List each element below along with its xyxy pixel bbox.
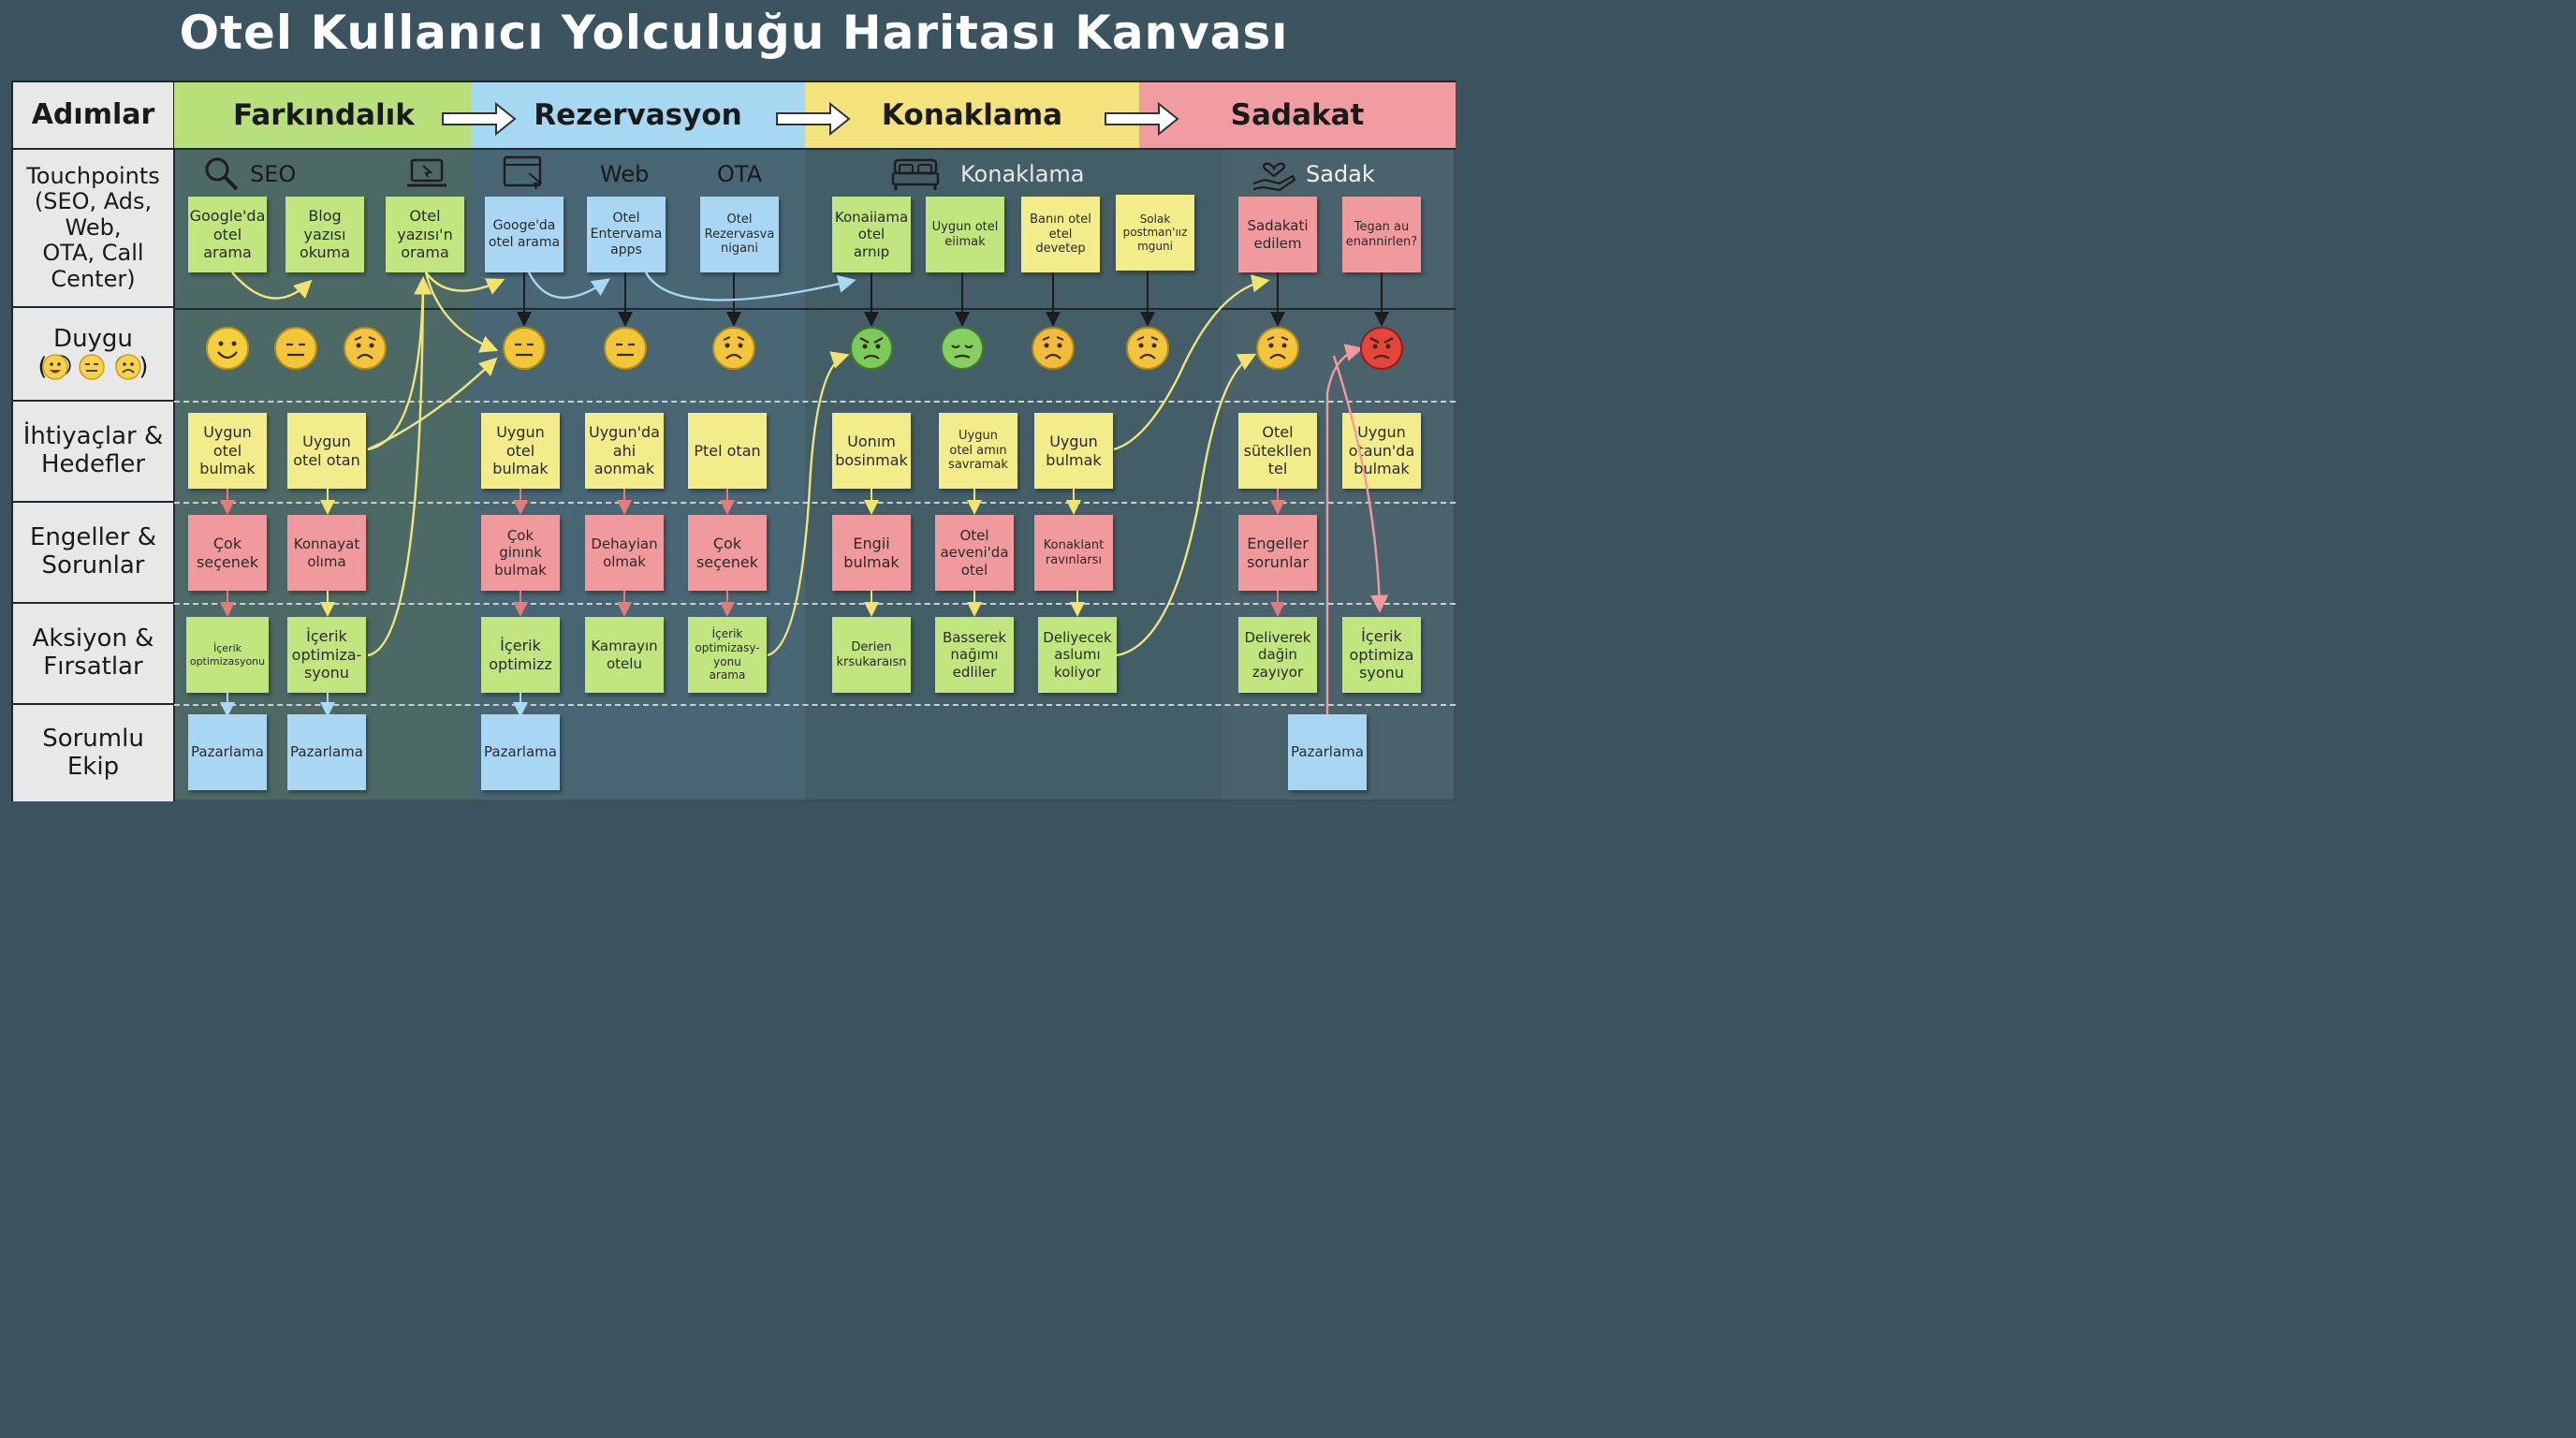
heart-hand-icon xyxy=(1252,162,1296,192)
stage-loyalty: Sadakat xyxy=(1139,82,1456,150)
obstacle-note: Dehayian olmak xyxy=(585,515,664,591)
obstacle-note: Engeller sorunlar xyxy=(1238,515,1317,591)
separator-needs-obstacles xyxy=(174,502,1456,504)
obstacle-note: Engii bulmak xyxy=(832,515,911,591)
touchpoint-note: Otel Rezervasva nigani xyxy=(700,197,779,272)
need-note: Uygun otel amın savramak xyxy=(939,413,1017,489)
row-header-actions: Aksiyon & Fırsatlar xyxy=(13,604,175,705)
channel-seo-label: SEO xyxy=(250,161,297,187)
team-note: Pazarlama xyxy=(481,714,560,790)
obstacle-note: Çok seçenek xyxy=(688,515,767,591)
channel-loyalty-label: Sadak xyxy=(1306,161,1375,187)
need-note: Uygun otaun'da bulmak xyxy=(1342,413,1421,489)
touchpoint-note: Sadakati edilem xyxy=(1238,197,1317,272)
obstacle-note: Otel aeveni'da otel xyxy=(935,515,1014,591)
touchpoint-note: Blog yazısı okuma xyxy=(285,197,364,272)
action-note: Deliyecek aslumı koliyor xyxy=(1038,617,1117,693)
row-header-needs: İhtiyaçlar & Hedefler xyxy=(13,402,175,503)
bed-icon xyxy=(891,158,940,190)
need-note: Uygun'da ahi aonmak xyxy=(585,413,664,489)
stage-stay: Konaklama xyxy=(805,82,1139,150)
team-note: Pazarlama xyxy=(1288,714,1367,790)
action-note: İçerik optimiza- syonu xyxy=(287,617,366,693)
touchpoint-note: Uygun otel eiimak xyxy=(926,197,1004,272)
separator-actions-team xyxy=(174,704,1456,706)
action-note: İçerik optimiza syonu xyxy=(1342,617,1421,693)
team-note: Pazarlama xyxy=(287,714,366,790)
need-note: Uygun otel bulmak xyxy=(188,413,267,489)
need-note: Uygun bulmak xyxy=(1034,413,1113,489)
team-note: Pazarlama xyxy=(188,714,267,790)
channel-stay-label: Konaklama xyxy=(960,161,1085,187)
action-note: Kamrayın otelu xyxy=(585,617,664,693)
action-note: Deliverek dağin zayıyor xyxy=(1238,617,1317,693)
touchpoints-label: Touchpoints (SEO, Ads, Web, OTA, Call Ce… xyxy=(26,162,160,292)
row-header-touchpoints: Touchpoints (SEO, Ads, Web, OTA, Call Ce… xyxy=(13,150,175,308)
touchpoint-note: Otel Entervama apps xyxy=(587,197,666,272)
action-note: İçerik optimizasy- yonu arama xyxy=(688,617,767,693)
separator-emotion-needs xyxy=(174,401,1456,403)
laptop-icon xyxy=(406,157,447,195)
obstacle-note: Çok seçenek xyxy=(188,515,267,591)
touchpoint-note: Googe'da otel arama xyxy=(485,197,564,272)
action-note: İçerik optimizz xyxy=(481,617,560,693)
row-header-team: Sorumlu Ekip xyxy=(13,705,175,801)
magnifier-icon xyxy=(205,157,239,191)
channel-seo: SEO xyxy=(203,155,296,193)
touchpoint-note: Solak postman'ıız mguni xyxy=(1116,195,1194,271)
touchpoint-note: Google'da otel arama xyxy=(188,197,267,272)
obstacle-note: Çok ginınk bulmak xyxy=(481,515,560,591)
need-note: Otel sütekllen tel xyxy=(1238,413,1317,489)
channel-stay: Konaklama xyxy=(891,155,1085,193)
obstacle-note: Konaklant ravınlarsı xyxy=(1034,515,1113,591)
action-note: Derien krsukaraısn xyxy=(832,617,911,693)
steps-header: Adımlar xyxy=(13,82,175,150)
need-note: Ptel otan xyxy=(688,413,767,489)
browser-window-icon xyxy=(503,154,546,196)
touchpoint-note: Banın otel etel devetep xyxy=(1021,197,1100,272)
row-header-obstacles: Engeller & Sorunlar xyxy=(13,503,175,604)
channel-loyalty: Sadak xyxy=(1251,155,1375,193)
separator-obstacles-actions xyxy=(174,603,1456,605)
action-note: İçerik optimizasyonu xyxy=(186,617,269,693)
touchpoint-note: Tegan au enannirlen? xyxy=(1342,197,1421,272)
need-note: Uygun otel otan xyxy=(287,413,366,489)
touchpoint-note: Otel yazısı'n orama xyxy=(386,197,464,272)
channel-web: Web xyxy=(600,161,650,187)
action-note: Basserek nağımı edliler xyxy=(935,617,1014,693)
obstacle-note: Konnayat olıma xyxy=(287,515,366,591)
stage-awareness: Farkındalık xyxy=(174,82,471,150)
row-header-emotion: Duygu (😀 😑 😟) xyxy=(13,308,175,402)
channel-ota: OTA xyxy=(717,161,763,187)
touchpoint-note: Konaiiama otel arnıp xyxy=(832,197,911,272)
need-note: Uonım bosinmak xyxy=(832,413,911,489)
separator-touch-emotion xyxy=(174,308,1456,310)
need-note: Uygun otel bulmak xyxy=(481,413,560,489)
stage-booking: Rezervasyon xyxy=(471,82,805,150)
page-title: Otel Kullanıcı Yolculuğu Haritası Kanvas… xyxy=(179,6,1289,60)
